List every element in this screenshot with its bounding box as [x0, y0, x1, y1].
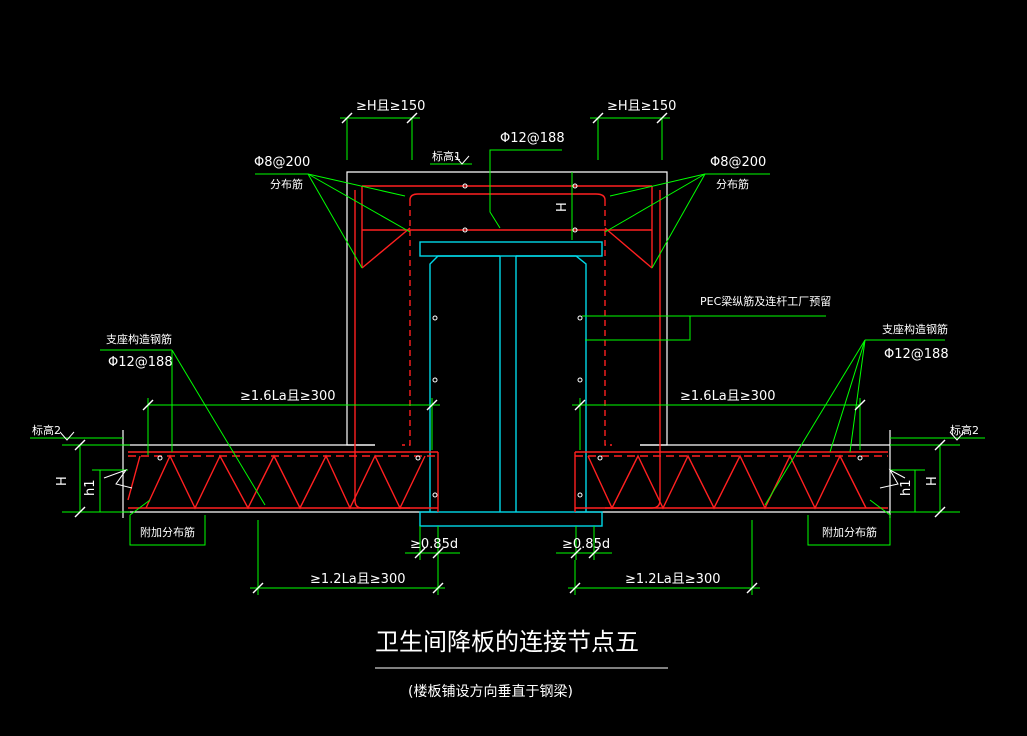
dist-right-name: 分布筋	[716, 177, 749, 191]
dim-top-left: ≥H且≥150	[356, 99, 425, 114]
la-right-bottom: ≥1.2La且≥300	[625, 572, 720, 587]
extra-left-label: 附加分布筋	[140, 525, 195, 539]
right-H: H	[925, 476, 940, 486]
dimension-ticks	[74, 112, 946, 594]
dim-top-right: ≥H且≥150	[607, 99, 676, 114]
d-left-label: ≥0.85d	[410, 537, 458, 552]
drawing-title: 卫生间降板的连接节点五	[375, 628, 639, 656]
d-right-label: ≥0.85d	[562, 537, 610, 552]
rebar	[127, 185, 888, 512]
support-right-spec: Φ12@188	[884, 347, 949, 362]
la-left-top: ≥1.6La且≥300	[240, 389, 335, 404]
pec-note: PEC梁纵筋及连杆工厂预留	[700, 294, 831, 308]
extra-right-label: 附加分布筋	[822, 525, 877, 539]
elevation-2-right: 标高2	[950, 423, 979, 437]
h-top-label: H	[555, 202, 570, 212]
dist-left-name: 分布筋	[270, 177, 303, 191]
break-symbols	[103, 468, 906, 489]
rebar-top-label: Φ12@188	[500, 131, 565, 146]
steel-beam	[419, 241, 603, 527]
elevation-markers	[59, 155, 965, 441]
support-left-name: 支座构造钢筋	[106, 332, 172, 346]
dist-left-spec: Φ8@200	[254, 155, 310, 170]
drawing-subtitle: (楼板铺设方向垂直于钢梁)	[408, 683, 573, 700]
dist-right-spec: Φ8@200	[710, 155, 766, 170]
la-left-bottom: ≥1.2La且≥300	[310, 572, 405, 587]
left-H: H	[55, 476, 70, 486]
rebar-dots	[157, 183, 863, 498]
support-left-spec: Φ12@188	[108, 355, 173, 370]
annotation-text: ≥H且≥150 ≥H且≥150 Φ12@188 标高1 H Φ8@200 分布筋…	[32, 99, 979, 587]
dimension-lines	[30, 117, 985, 595]
left-h1: h1	[83, 479, 98, 496]
support-right-name: 支座构造钢筋	[882, 322, 948, 336]
elevation-2-left: 标高2	[32, 423, 61, 437]
title-block: 卫生间降板的连接节点五 (楼板铺设方向垂直于钢梁)	[375, 628, 668, 700]
right-h1: h1	[899, 479, 914, 496]
concrete-outline	[122, 171, 891, 518]
elevation-1-label: 标高1	[432, 149, 461, 163]
la-right-top: ≥1.6La且≥300	[680, 389, 775, 404]
